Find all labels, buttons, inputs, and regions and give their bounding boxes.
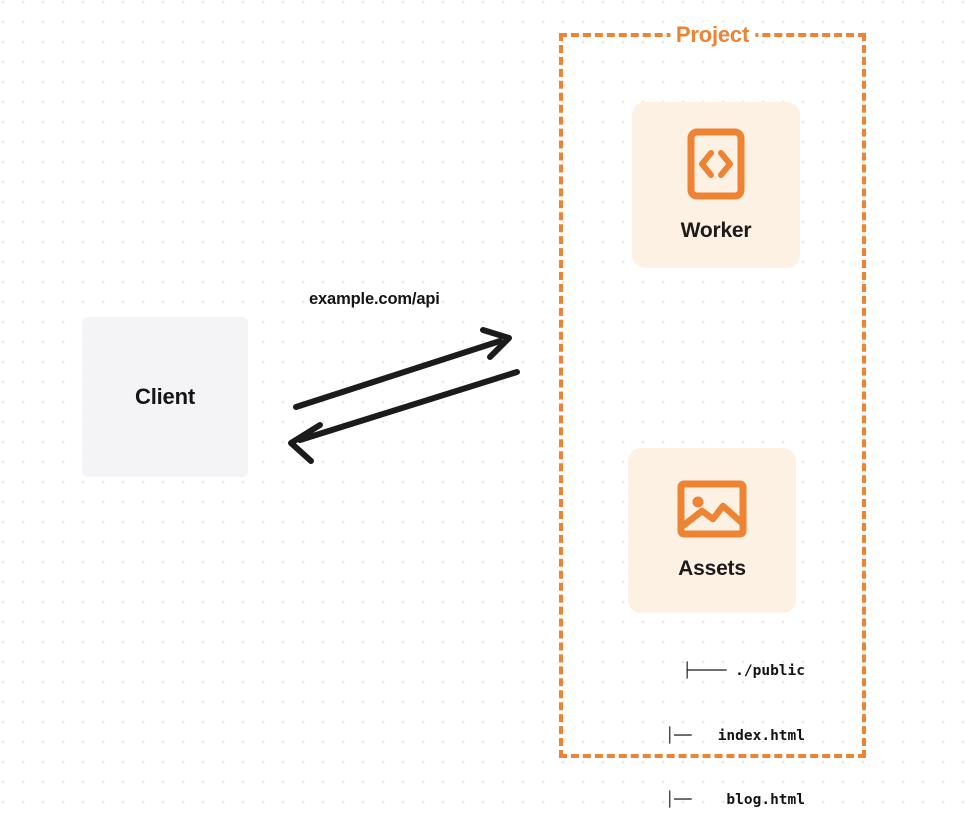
project-group-boundary: Project: [559, 22, 866, 758]
worker-node-label: Worker: [680, 218, 752, 242]
code-brackets-icon: [687, 128, 745, 205]
file-tree-row: │── index.html: [639, 727, 805, 744]
request-arrow: [293, 327, 512, 410]
client-node[interactable]: Client: [82, 317, 248, 477]
edge-label-example-com-api: example.com/api: [309, 290, 440, 308]
response-arrow: [288, 369, 520, 464]
image-icon: [677, 480, 747, 543]
assets-node[interactable]: Assets: [628, 448, 796, 613]
file-tree-row: ├──── ./public: [682, 663, 805, 679]
client-node-label: Client: [135, 384, 195, 409]
worker-node[interactable]: Worker: [632, 102, 800, 268]
assets-file-tree: ├──── ./public │── index.html │── blog.h…: [607, 618, 805, 818]
assets-node-label: Assets: [678, 557, 746, 580]
file-tree-row: │── blog.html: [639, 792, 805, 808]
project-group-title: Project: [669, 22, 756, 48]
